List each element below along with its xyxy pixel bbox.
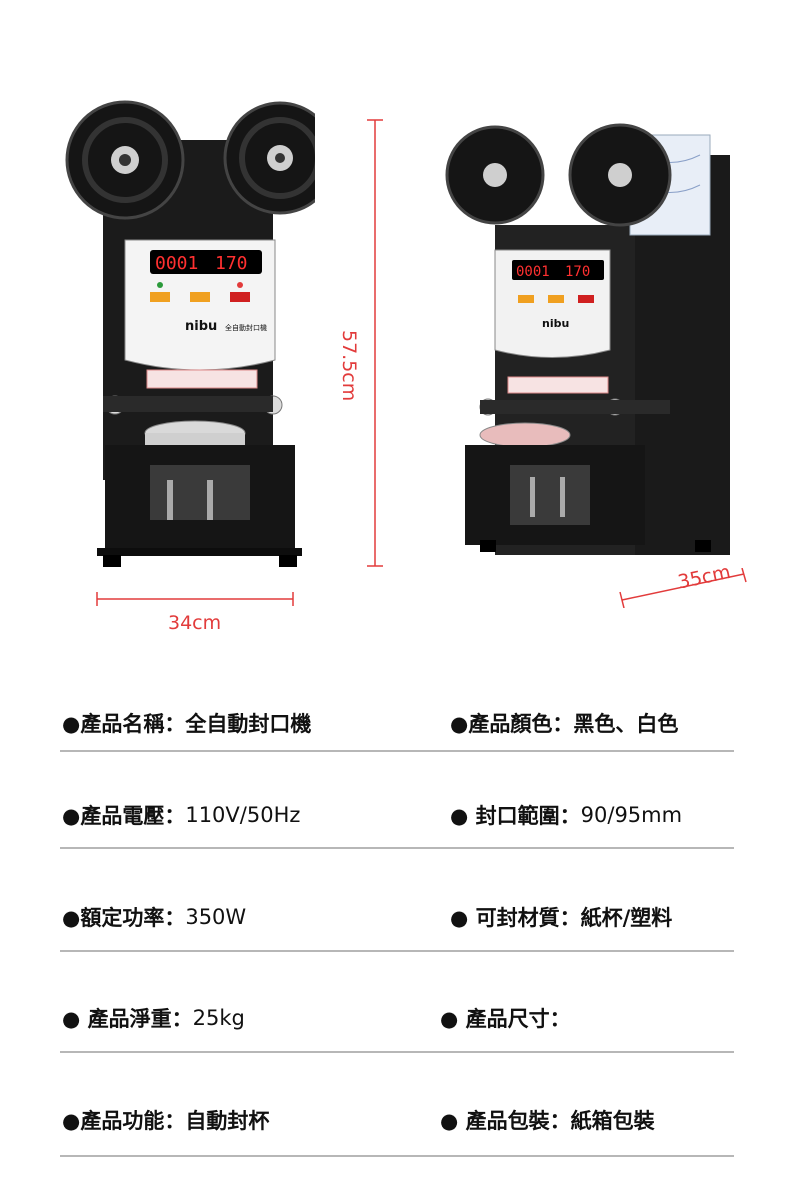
brand-logo: nibu (185, 319, 217, 334)
spec-product-color: ●產品顏色：黑色、白色 (450, 712, 679, 736)
width-label: 34cm (168, 612, 222, 634)
svg-text:nibu: nibu (542, 317, 569, 330)
model-label: 全自動封口機 (225, 323, 267, 332)
spec-function: ●產品功能：自動封杯 (62, 1109, 270, 1133)
spec-voltage: ●產品電壓：110V/50Hz (62, 803, 301, 828)
spec-packaging: ● 產品包裝：紙箱包裝 (440, 1109, 655, 1133)
separator (60, 750, 734, 752)
machine-front-image: 0001 170 nibu 全自動封口機 (65, 100, 315, 567)
width-dimension-line (96, 592, 294, 606)
spec-sealable-material: ● 可封材質：紙杯/塑料 (450, 906, 673, 930)
display-right: 170 (215, 253, 248, 274)
right-reel-icon (568, 123, 672, 227)
left-reel-icon (445, 125, 545, 225)
display-left: 0001 (155, 253, 198, 274)
spec-seal-range: ● 封口範圍：90/95mm (450, 803, 683, 828)
spec-product-size: ● 產品尺寸： (440, 1007, 571, 1031)
left-reel-icon (65, 100, 185, 220)
spec-net-weight: ● 產品淨重：25kg (62, 1006, 245, 1031)
separator (60, 847, 734, 849)
separator (60, 950, 734, 952)
height-label: 57.5cm (338, 330, 360, 402)
machine-angled-image: 0001 170 nibu (445, 123, 730, 555)
right-reel-icon (223, 101, 315, 215)
spec-product-name: ●產品名稱：全自動封口機 (62, 712, 312, 736)
separator (60, 1155, 734, 1157)
spec-rated-power: ●額定功率：350W (62, 905, 247, 930)
svg-text:0001: 0001 (516, 264, 550, 280)
depth-dimension-line (619, 568, 747, 608)
separator (60, 1051, 734, 1053)
height-dimension-line (367, 119, 383, 567)
svg-text:170: 170 (565, 264, 590, 280)
